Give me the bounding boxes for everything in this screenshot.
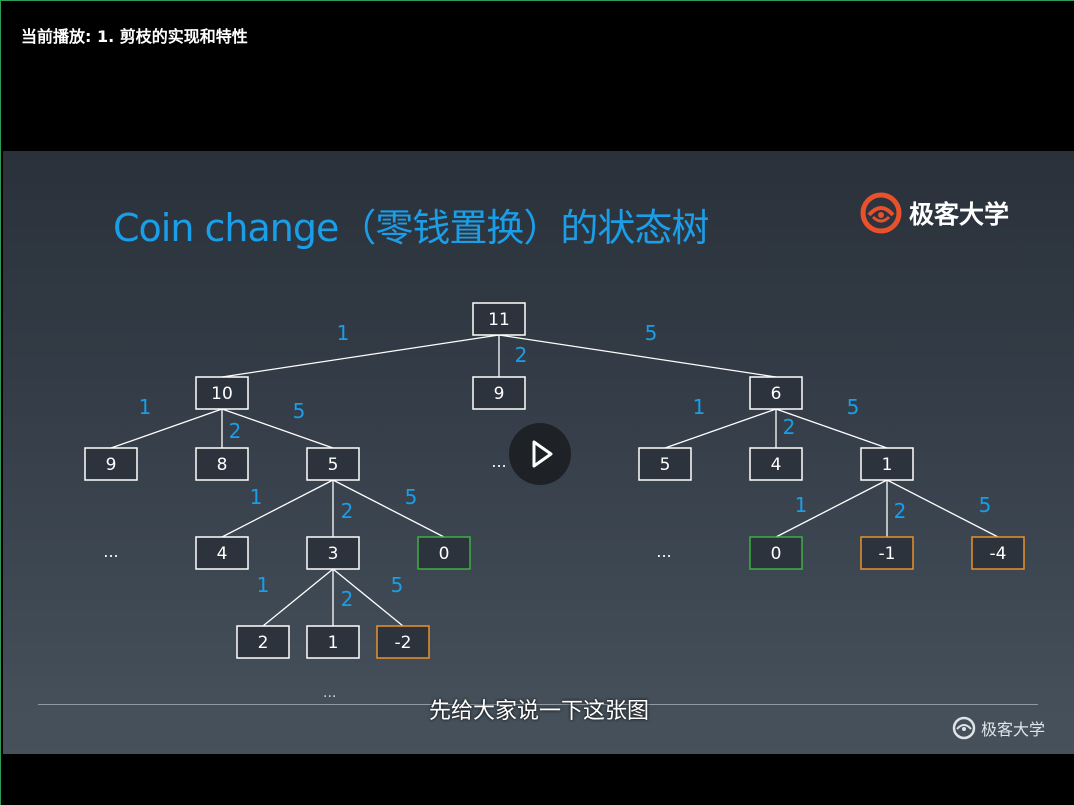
tree-ellipsis: ... [103,542,118,561]
edge-label-coin: 2 [894,499,907,523]
geekbang-logo-icon [952,716,976,740]
edge-label-coin: 1 [250,485,263,509]
tree-node-zero: 0 [749,536,803,570]
tree-node-default: 11 [472,302,526,336]
tree-edge [332,568,404,627]
brand-name: 极客大学 [909,200,1010,229]
tree-node-default: 1 [306,625,360,659]
tree-node-default: 6 [749,376,803,410]
tree-edge [262,568,334,627]
tree-node-zero: 0 [417,536,471,570]
video-frame[interactable]: Coin change（零钱置换）的状态树 极客大学 1 2 5 1 2 5 1 2 5 1 2 5 1… [3,151,1074,754]
tree-edge [221,479,334,538]
tree-edge [664,408,777,449]
subtitle-band [3,687,1074,754]
tree-node-negative: -1 [860,536,914,570]
edge-label-coin: 1 [795,493,808,517]
tree-node-default: 5 [638,447,692,481]
subtitle-text: 先给大家说一下这张图 [428,699,649,724]
tree-edge [221,408,334,449]
tree-node-negative: -2 [376,625,430,659]
svg-text:9: 9 [494,384,505,404]
svg-text:5: 5 [328,455,339,475]
tree-node-default: 8 [195,447,249,481]
brand: 极客大学 [859,191,1009,235]
tree-node-default: 5 [306,447,360,481]
edge-label-coin: 1 [337,321,350,345]
svg-text:6: 6 [771,384,782,404]
tree-edge [221,334,500,378]
tree-edge [775,408,888,449]
svg-text:-4: -4 [990,544,1007,564]
edge-label-coin: 2 [341,587,354,611]
edge-label-coin: 2 [229,419,242,443]
edge-label-coin: 5 [293,399,306,423]
svg-text:0: 0 [771,544,782,564]
svg-text:8: 8 [217,455,228,475]
svg-text:1: 1 [328,633,339,653]
tree-node-default: 4 [749,447,803,481]
tree-node-default: 2 [236,625,290,659]
play-icon [532,440,553,468]
svg-text:5: 5 [660,455,671,475]
edge-label-coin: 2 [515,343,528,367]
now-playing-label: 当前播放: 1. 剪枝的实现和特性 [21,27,248,46]
tree-node-default: 4 [195,536,249,570]
slide-title: Coin change（零钱置换）的状态树 [113,206,709,250]
svg-text:1: 1 [882,455,893,475]
tree-node-default: 1 [860,447,914,481]
tree-ellipsis: ... [491,452,506,471]
edge-label-coin: 2 [341,499,354,523]
svg-text:4: 4 [771,455,782,475]
svg-text:9: 9 [106,455,117,475]
svg-text:11: 11 [488,310,510,330]
svg-text:10: 10 [211,384,233,404]
watermark: 极客大学 [951,715,1045,741]
edge-label-coin: 5 [847,395,860,419]
tree-edge [110,408,223,449]
edge-label-coin: 1 [139,395,152,419]
tree-edge [498,334,777,378]
geekbang-logo-icon [860,192,902,234]
tree-node-default: 10 [195,376,249,410]
edge-label-coin: 5 [979,493,992,517]
edge-label-coin: 1 [257,573,270,597]
play-button[interactable] [509,423,571,485]
edge-label-coin: 5 [645,321,658,345]
edge-label-coin: 5 [391,573,404,597]
tree-edge [775,479,888,538]
tree-node-default: 3 [306,536,360,570]
watermark-text: 极客大学 [981,720,1046,739]
svg-text:-2: -2 [395,633,412,653]
tree-node-default: 9 [472,376,526,410]
svg-text:3: 3 [328,544,339,564]
progress-rule [38,704,1038,705]
svg-text:0: 0 [439,544,450,564]
tree-ellipsis: ... [656,542,671,561]
svg-text:2: 2 [258,633,269,653]
tree-edge [332,479,445,538]
tree-node-default: 9 [84,447,138,481]
rule-dots: ... [323,685,337,701]
tree-edge [886,479,999,538]
edge-label-coin: 5 [405,485,418,509]
edge-label-coin: 2 [783,415,796,439]
svg-text:4: 4 [217,544,228,564]
edge-label-coin: 1 [693,395,706,419]
tree-node-negative: -4 [971,536,1025,570]
svg-text:-1: -1 [879,544,896,564]
